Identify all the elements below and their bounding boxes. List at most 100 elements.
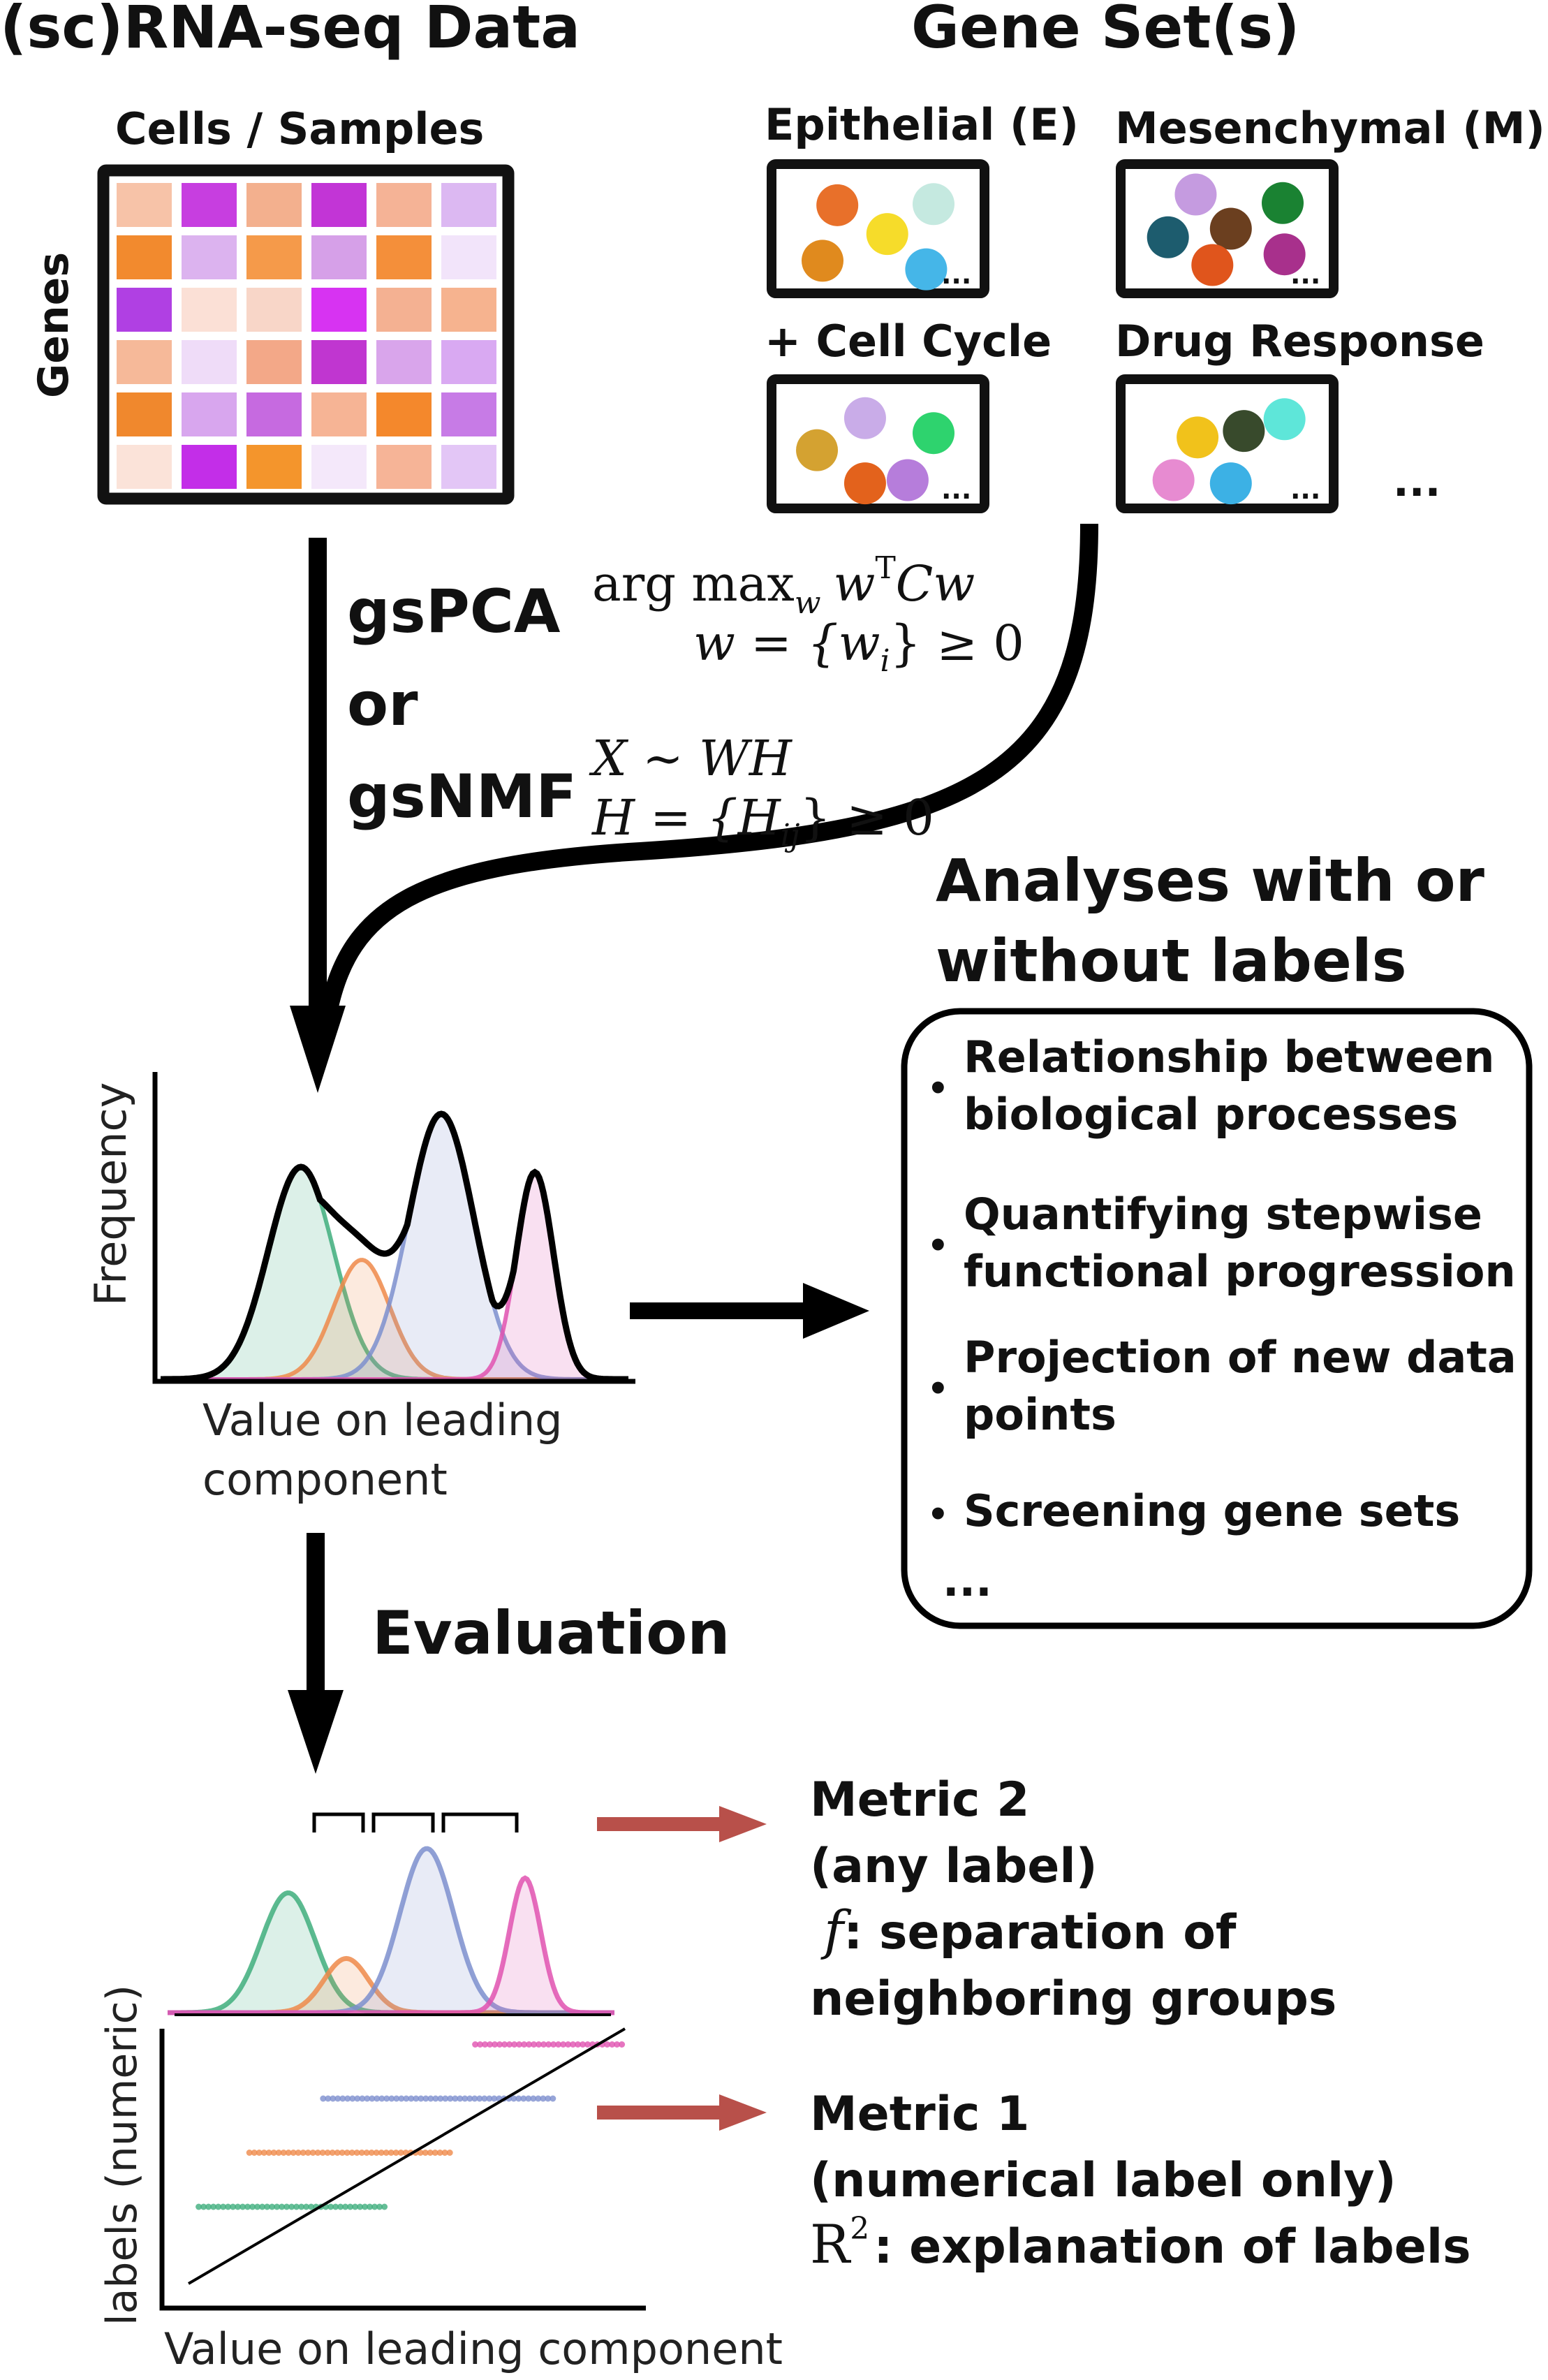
matrix-cell <box>441 340 496 384</box>
scatter-point <box>239 2203 246 2210</box>
scatter-point <box>398 2095 405 2102</box>
scatter-point <box>609 2041 616 2048</box>
scatter-point <box>397 2150 404 2156</box>
matrix-cell <box>182 183 237 227</box>
scatter-point <box>325 2095 332 2102</box>
method-or: or <box>347 670 418 740</box>
scatter-point <box>256 2150 263 2156</box>
scatter-point <box>417 2150 424 2156</box>
scatter-point <box>447 2095 454 2102</box>
scatter-point <box>303 2203 310 2210</box>
scatter-point <box>246 2150 253 2156</box>
gene-set-more: ... <box>1290 259 1320 290</box>
scatter-point <box>274 2203 281 2210</box>
scatter-point <box>378 2150 385 2156</box>
scatter-point <box>279 2203 286 2210</box>
analyses-box <box>901 1008 1533 1629</box>
scatter-point <box>476 2095 483 2102</box>
matrix-cell <box>117 288 172 332</box>
matrix-cell <box>311 392 367 436</box>
scatter-point <box>348 2150 355 2156</box>
gene-dot <box>866 213 908 256</box>
metric2-description-line2: neighboring groups <box>810 1971 1336 2027</box>
scatter-point <box>200 2203 207 2210</box>
scatter-point <box>535 2095 542 2102</box>
scatter-point <box>300 2150 307 2156</box>
evaluation-arrow-head <box>288 1690 344 1774</box>
matrix-cell <box>376 392 432 436</box>
scatter-point <box>359 2095 366 2102</box>
gene-set-box: Epithelial (E)... <box>765 99 1079 298</box>
analysis-item-line2: points <box>964 1389 1116 1440</box>
gene-dot <box>1223 410 1265 453</box>
scatter-point <box>369 2095 376 2102</box>
scatter-point <box>545 2095 552 2102</box>
scatter-point <box>486 2095 493 2102</box>
scatter-ylabel: labels (numeric) <box>98 1985 147 2326</box>
density-fill <box>168 1849 614 2013</box>
scatter-point <box>357 2203 364 2210</box>
matrix-row-label: Genes <box>29 252 78 398</box>
matrix-cell <box>246 340 302 384</box>
scatter-point <box>270 2150 277 2156</box>
scatter-point <box>441 2150 448 2156</box>
bracket <box>441 1812 519 1832</box>
scatter-point <box>550 2095 556 2102</box>
scatter-point <box>374 2095 381 2102</box>
scatter-point <box>290 2150 297 2156</box>
density-fill <box>161 1172 628 1379</box>
separation-components <box>168 1846 614 2015</box>
scatter-point <box>215 2203 222 2210</box>
scatter-point <box>432 2095 439 2102</box>
scatter-point <box>285 2150 292 2156</box>
matrix-cell <box>117 340 172 384</box>
gene-set-box: Drug Response... <box>1115 316 1484 513</box>
scatter-point <box>329 2150 336 2156</box>
scatter-point <box>280 2150 287 2156</box>
density-axes <box>152 1072 635 1384</box>
scatter-point <box>575 2041 582 2048</box>
scatter-point <box>540 2041 547 2048</box>
analyses-title-line2: without labels <box>936 927 1407 995</box>
scatter-point <box>388 2095 395 2102</box>
analysis-item-line1: Screening gene sets <box>964 1485 1460 1536</box>
gene-dot <box>1147 216 1189 258</box>
scatter-point <box>506 2041 513 2048</box>
scatter-point <box>492 2041 499 2048</box>
gene-set-label: Drug Response <box>1115 316 1484 367</box>
matrix-cell <box>246 445 302 489</box>
matrix-cell <box>441 445 496 489</box>
scatter-point <box>560 2041 567 2048</box>
matrix-cell <box>117 445 172 489</box>
analysis-item: • Screening gene sets <box>927 1485 1460 1536</box>
scatter-point <box>334 2150 341 2156</box>
scatter-point <box>259 2203 266 2210</box>
metric1-subtitle: (numerical label only) <box>810 2153 1396 2208</box>
gene-set-box: Mesenchymal (M)... <box>1115 103 1545 298</box>
metric1-arrow <box>597 2094 767 2131</box>
gene-set-frame <box>767 374 989 513</box>
scatter-point <box>510 2095 517 2102</box>
scatter-point <box>367 2203 374 2210</box>
density-envelope <box>161 1110 628 1383</box>
metric1-description: R2: explanation of labels <box>810 2211 1471 2275</box>
metric1-title: Metric 1 <box>810 2087 1029 2142</box>
gene-dot <box>1152 459 1195 501</box>
gene-dot <box>802 240 843 282</box>
scatter-xlabel: Value on leading component <box>164 2323 783 2374</box>
scatter-point <box>457 2095 464 2102</box>
bullet: • <box>927 1495 949 1534</box>
scatter-point <box>427 2150 434 2156</box>
gene-dot <box>1209 462 1252 505</box>
separation-density-plot <box>168 1846 614 2016</box>
matrix-cell <box>376 288 432 332</box>
analysis-item-line2: functional progression <box>964 1246 1516 1297</box>
label-scatter-plot: labels (numeric) Value on leading compon… <box>98 1985 783 2374</box>
scatter-point <box>482 2041 489 2048</box>
scatter-point <box>496 2041 503 2048</box>
scatter-point <box>344 2150 351 2156</box>
matrix-cell <box>441 183 496 227</box>
scatter-point <box>531 2041 538 2048</box>
